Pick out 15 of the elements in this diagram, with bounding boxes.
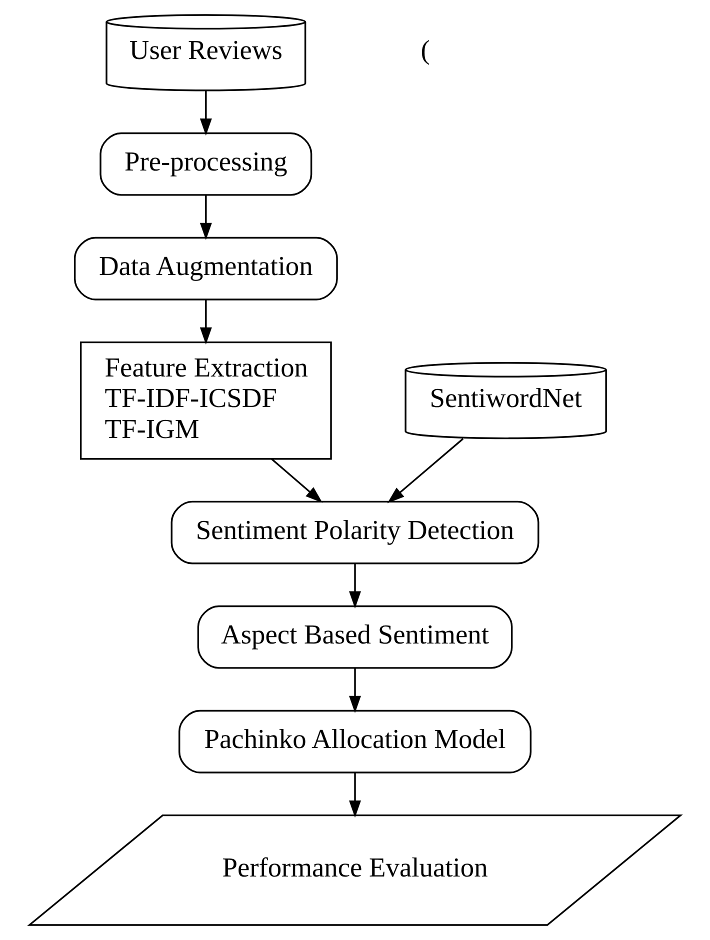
- arrow: [349, 564, 362, 608]
- node-box: Data Augmentation: [74, 236, 338, 300]
- node-box: Pachinko Allocation Model: [178, 710, 532, 774]
- label: (: [420, 35, 430, 66]
- arrow: [200, 300, 212, 345]
- arrow: [200, 90, 212, 136]
- node-box: Aspect Based Sentiment: [197, 605, 513, 669]
- arrow: [200, 195, 212, 240]
- node-box: Feature Extraction TF-IDF-ICSDF TF-IGM: [80, 341, 332, 460]
- arrow: [387, 438, 464, 504]
- node-box: Pre-processing: [100, 132, 312, 196]
- node-box: Sentiment Polarity Detection: [170, 500, 540, 564]
- arrow: [271, 458, 323, 503]
- arrow: [349, 668, 362, 713]
- arrow: [349, 773, 362, 818]
